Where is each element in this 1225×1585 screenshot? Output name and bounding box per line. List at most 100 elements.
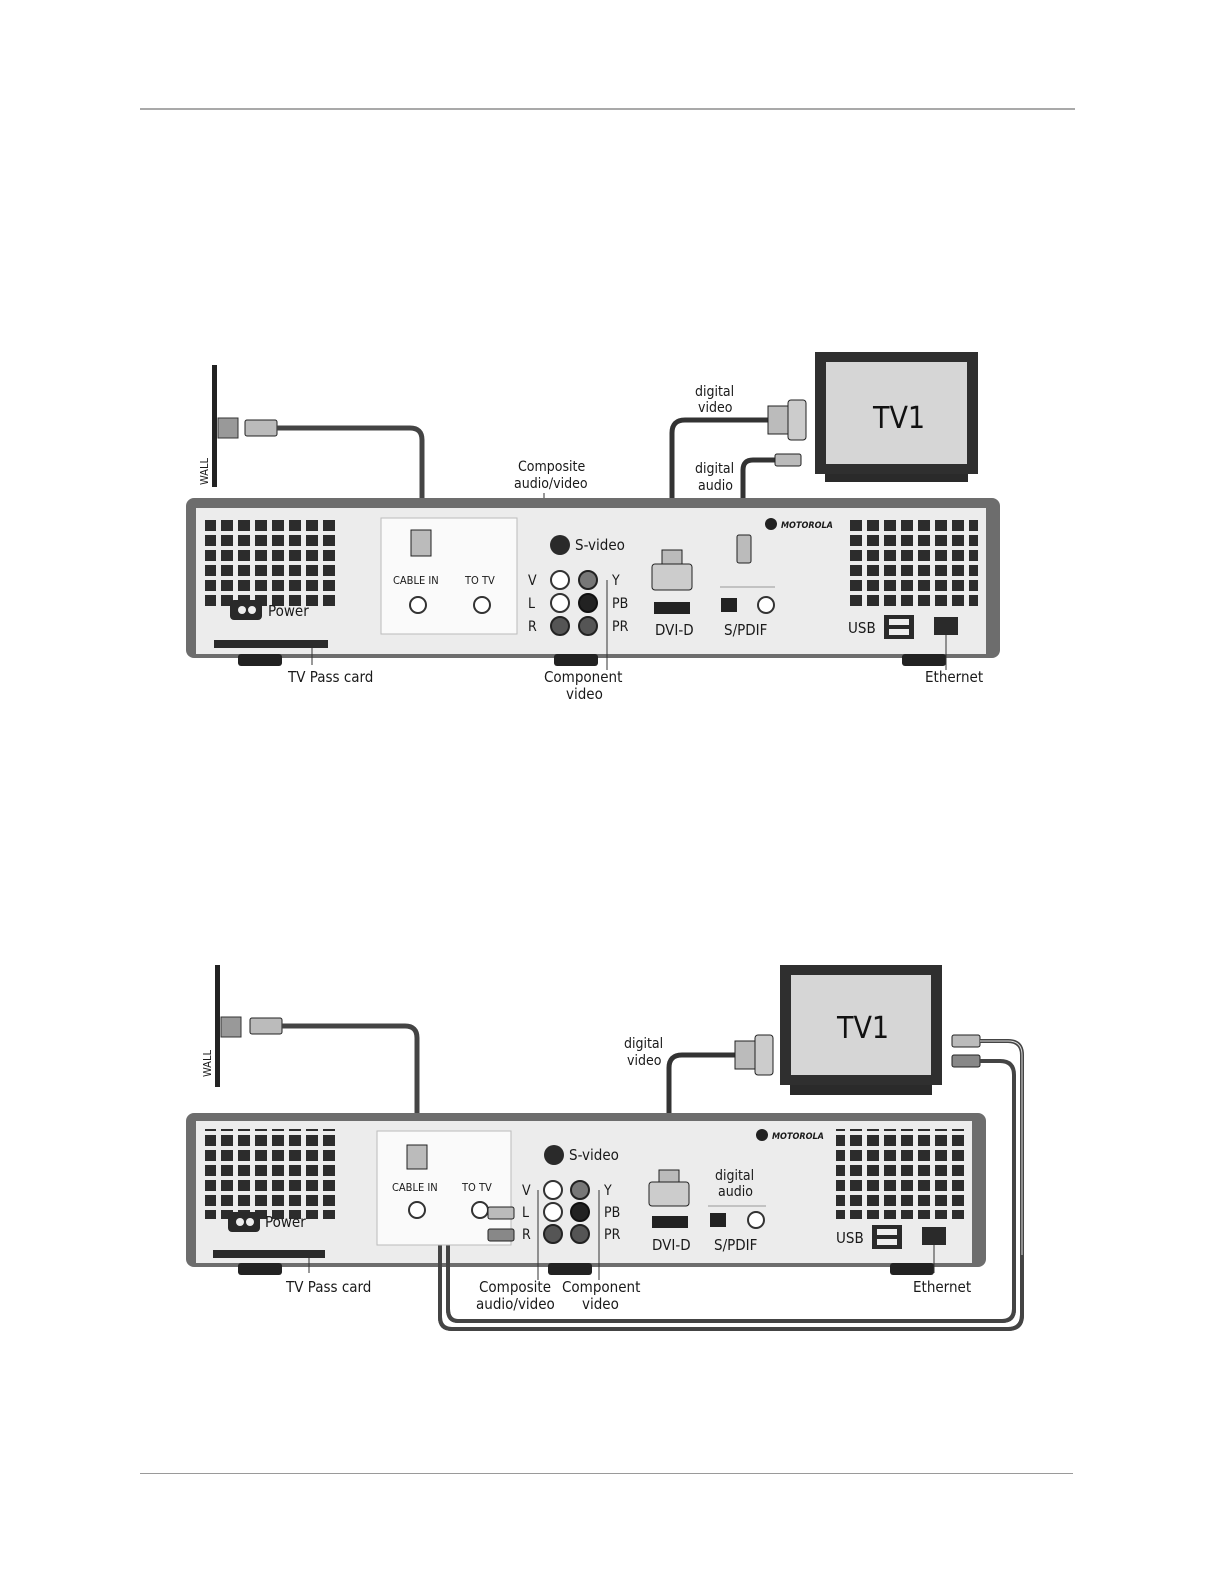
- spdif-label: S/PDIF: [724, 621, 767, 639]
- connection-diagram-2: WALL TV1 digital video Power TV Pass car…: [186, 965, 1024, 1331]
- to-tv-port[interactable]: [471, 1201, 489, 1219]
- svideo-port[interactable]: [544, 1145, 564, 1165]
- y-label: Y: [603, 1183, 612, 1199]
- dvi-cable: [666, 1052, 735, 1170]
- usb-label: USB: [848, 619, 876, 637]
- jack-y[interactable]: [570, 1180, 590, 1200]
- tv-pass-card-slot: [214, 640, 328, 648]
- rca-plug-tv-bottom-icon: [951, 1054, 981, 1068]
- r-label: R: [528, 619, 537, 635]
- coax-connector-icon: [410, 529, 432, 557]
- jack-l[interactable]: [543, 1202, 563, 1222]
- wall-outlet-icon: [217, 417, 239, 439]
- l-label: L: [522, 1205, 529, 1221]
- ethernet-port[interactable]: [934, 617, 958, 635]
- jack-r[interactable]: [550, 616, 570, 636]
- composite-label-line1: Composite: [518, 459, 585, 475]
- vent-grid-right: [848, 516, 978, 606]
- jack-r[interactable]: [543, 1224, 563, 1244]
- cable-in-label: CABLE IN: [392, 1181, 438, 1194]
- composite-label-line2: audio/video: [476, 1295, 555, 1313]
- tv-pass-card-label: TV Pass card: [287, 668, 373, 686]
- composite-label-line2: audio/video: [514, 476, 588, 492]
- r-label: R: [522, 1227, 531, 1243]
- jack-pb[interactable]: [578, 593, 598, 613]
- vent-grid-right: [836, 1129, 966, 1219]
- cable-in-label: CABLE IN: [393, 574, 439, 587]
- jack-pr[interactable]: [578, 616, 598, 636]
- cable-in-port[interactable]: [409, 596, 427, 614]
- ethernet-port[interactable]: [922, 1227, 946, 1245]
- usb-port[interactable]: [884, 615, 914, 639]
- footer-rule: [140, 1473, 1073, 1474]
- brand-label: MOTOROLA: [772, 1132, 824, 1142]
- to-tv-label: TO TV: [461, 1181, 492, 1194]
- to-tv-port[interactable]: [473, 596, 491, 614]
- ethernet-label: Ethernet: [925, 668, 983, 686]
- foot-left: [238, 1263, 282, 1275]
- dvi-plug-tv-icon: [767, 405, 789, 435]
- wall-label: WALL: [198, 458, 211, 485]
- wall-outlet-icon: [220, 1016, 242, 1038]
- cable-in-port[interactable]: [408, 1201, 426, 1219]
- digital-audio-label-line1: digital: [715, 1168, 754, 1184]
- foot-middle: [554, 654, 598, 666]
- composite-label-line1: Composite: [479, 1278, 551, 1296]
- digital-video-label-line2: video: [627, 1053, 662, 1069]
- foot-middle: [548, 1263, 592, 1275]
- jack-y[interactable]: [578, 570, 598, 590]
- digital-audio-label-line1: digital: [695, 461, 734, 477]
- tv-label: TV1: [836, 1011, 889, 1046]
- tv-pass-card-slot: [213, 1250, 325, 1258]
- audio-cable: [740, 457, 775, 540]
- usb-port[interactable]: [872, 1225, 902, 1249]
- jack-pb[interactable]: [570, 1202, 590, 1222]
- vent-grid-left: [205, 1129, 335, 1219]
- dvi-port[interactable]: [654, 602, 690, 614]
- digital-audio-label-line2: audio: [718, 1184, 753, 1200]
- coax-audio-port[interactable]: [757, 596, 775, 614]
- coax-cable: [282, 1023, 420, 1145]
- motorola-logo-icon: [756, 1129, 768, 1141]
- component-label-line2: video: [566, 685, 603, 703]
- dvi-port[interactable]: [652, 1216, 688, 1228]
- wall-plate: [212, 365, 217, 487]
- pr-label: PR: [612, 619, 629, 635]
- dvi-plug-box-head-icon: [651, 563, 693, 591]
- tv-label: TV1: [872, 401, 925, 436]
- coax-cable: [277, 425, 425, 528]
- l-label: L: [528, 596, 535, 612]
- svideo-port[interactable]: [550, 535, 570, 555]
- jack-v[interactable]: [543, 1180, 563, 1200]
- jack-pr[interactable]: [570, 1224, 590, 1244]
- usb-label: USB: [836, 1229, 864, 1247]
- coax-panel: [376, 1130, 512, 1246]
- v-label: V: [528, 573, 537, 589]
- dvi-plug-tv-icon: [734, 1040, 756, 1070]
- ethernet-label: Ethernet: [913, 1278, 971, 1296]
- rca-plug-tv-top-icon: [951, 1034, 981, 1048]
- spdif-label: S/PDIF: [714, 1236, 757, 1254]
- coax-plug-icon: [249, 1017, 283, 1035]
- optical-port[interactable]: [710, 1213, 726, 1227]
- dvi-label: DVI-D: [655, 621, 694, 639]
- dvi-plug-tv-head-icon: [787, 399, 807, 441]
- dvi-cable: [669, 417, 768, 560]
- jack-v[interactable]: [550, 570, 570, 590]
- y-label: Y: [611, 573, 620, 589]
- jack-l[interactable]: [550, 593, 570, 613]
- component-label-line2: video: [582, 1295, 619, 1313]
- optical-port[interactable]: [721, 598, 737, 612]
- coax-audio-port[interactable]: [747, 1211, 765, 1229]
- tv-screen: [826, 362, 967, 464]
- to-tv-label: TO TV: [464, 574, 495, 587]
- digital-audio-label-line2: audio: [698, 478, 733, 494]
- brand-label: MOTOROLA: [781, 521, 833, 531]
- tv-screen: [791, 975, 931, 1075]
- header-rule: [140, 108, 1075, 110]
- pr-label: PR: [604, 1227, 621, 1243]
- coax-plug-icon: [244, 419, 278, 437]
- coax-panel: [380, 517, 518, 635]
- tv-pass-card-label: TV Pass card: [285, 1278, 371, 1296]
- digital-video-label-line1: digital: [695, 384, 734, 400]
